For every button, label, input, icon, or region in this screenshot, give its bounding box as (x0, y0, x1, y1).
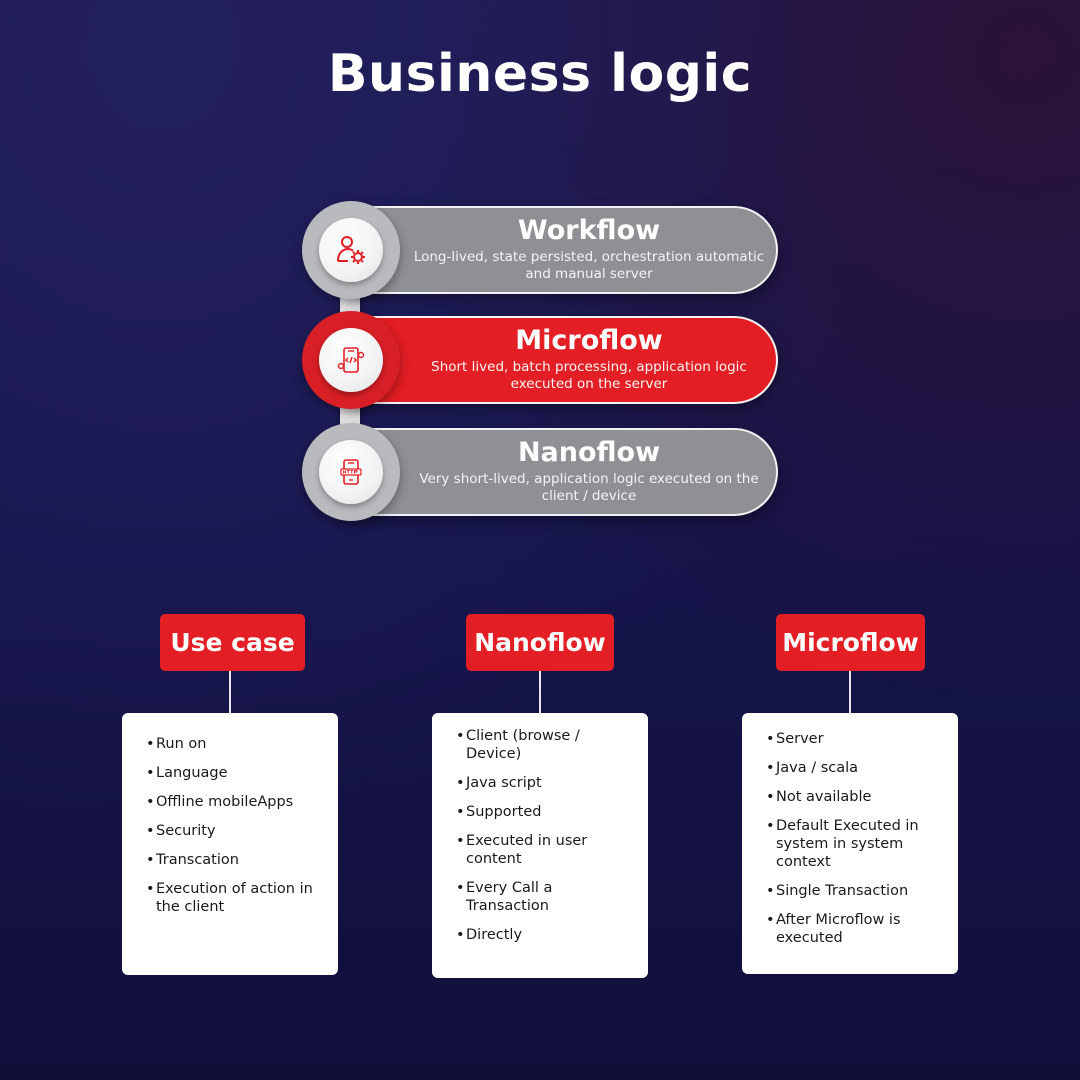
list-item: Not available (766, 788, 944, 806)
item-list: Server Java / scala Not available Defaul… (766, 730, 944, 947)
column-header-use-case: Use case (160, 614, 305, 671)
list-item: Run on (146, 735, 324, 753)
flow-title: Workflow (517, 215, 661, 246)
list-item: Transcation (146, 851, 324, 869)
list-item: Security (146, 822, 324, 840)
flow-pill-nanoflow: Nanoflow Very short-lived, application l… (350, 428, 778, 516)
flow-title: Microflow (515, 325, 663, 356)
flow-title: Nanoflow (517, 437, 661, 468)
column-card-use-case: Run on Language Offline mobileApps Secur… (122, 713, 338, 975)
list-item: Every Call a Transaction (456, 879, 586, 915)
list-item: Default Executed in system in system con… (766, 817, 931, 871)
connector-line (229, 671, 231, 713)
page-title: Business logic (327, 44, 753, 104)
user-gear-icon (337, 236, 365, 264)
list-item: After Microflow is executed (766, 911, 916, 947)
connector-line (849, 671, 851, 713)
flow-pill-workflow: Workflow Long-lived, state persisted, or… (350, 206, 778, 294)
list-item: Single Transaction (766, 882, 944, 900)
list-item: Server (766, 730, 944, 748)
flow-description: Very short-lived, application logic exec… (419, 471, 759, 504)
mobile-code-icon (337, 347, 365, 373)
mobile-http-icon (340, 459, 362, 485)
flow-node-workflow (302, 201, 400, 299)
column-card-microflow: Server Java / scala Not available Defaul… (742, 713, 958, 974)
list-item: Supported (456, 803, 634, 821)
flow-node-microflow (302, 311, 400, 409)
list-item: Language (146, 764, 324, 782)
list-item: Executed in user content (456, 832, 606, 868)
flow-pill-microflow: Microflow Short lived, batch processing,… (350, 316, 778, 404)
list-item: Directly (456, 926, 634, 944)
list-item: Java script (456, 774, 634, 792)
flow-description: Long-lived, state persisted, orchestrati… (413, 249, 765, 282)
item-list: Client (browse / Device) Java script Sup… (456, 727, 634, 944)
list-item: Execution of action in the client (146, 880, 324, 916)
column-header-microflow: Microflow (776, 614, 925, 671)
list-item: Java / scala (766, 759, 944, 777)
flow-description: Short lived, batch processing, applicati… (431, 359, 747, 392)
item-list: Run on Language Offline mobileApps Secur… (146, 735, 324, 916)
column-card-nanoflow: Client (browse / Device) Java script Sup… (432, 713, 648, 978)
list-item: Client (browse / Device) (456, 727, 606, 763)
column-header-nanoflow: Nanoflow (466, 614, 614, 671)
list-item: Offline mobileApps (146, 793, 324, 811)
connector-line (539, 671, 541, 713)
flow-node-nanoflow (302, 423, 400, 521)
